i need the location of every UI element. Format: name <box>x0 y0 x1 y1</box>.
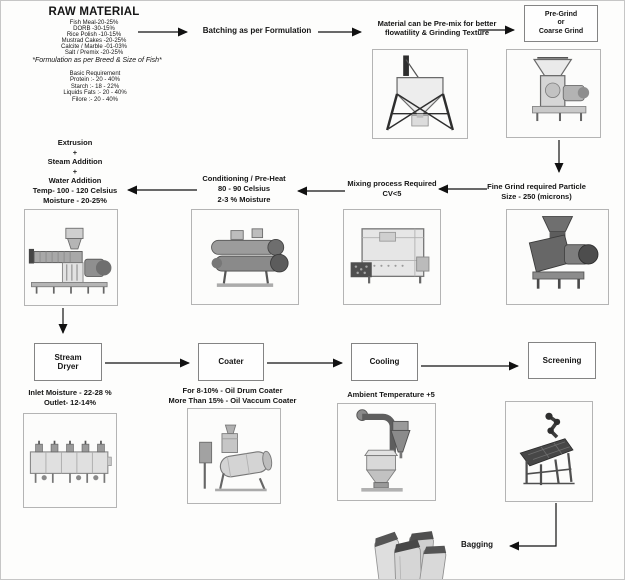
fine-grinder-machine-icon <box>528 216 599 289</box>
screener-machine-icon <box>519 412 575 486</box>
extruder-machine-icon <box>28 227 112 294</box>
coater-box-label: Coater <box>218 357 244 367</box>
feed-bags-image <box>369 525 455 579</box>
machine-box-drum-coater <box>187 408 281 504</box>
basic-requirement-title: Basic Requirement <box>69 71 121 77</box>
cooling-caption: Ambient Temperature +5 <box>347 390 435 399</box>
extrusion-step-label: Extrusion + Steam Addition + Water Addit… <box>32 138 118 205</box>
feed-bags-icon <box>374 531 447 579</box>
machine-box-coarse-grinder <box>506 49 601 138</box>
basic-requirement-item: Filore :- 20 - 40% <box>71 96 119 103</box>
raw-material-ingredient: DORB -30-15% <box>73 26 115 33</box>
basic-requirement-item: Starch :- 18 - 22% <box>70 83 120 90</box>
machine-box-fine-grinder <box>506 209 609 305</box>
coater-box: Coater <box>198 343 264 381</box>
bagging-step-label: Bagging <box>461 540 493 549</box>
raw-material-ingredient: Rice Polish -10-15% <box>66 32 122 39</box>
basic-requirement-item: Protein :- 20 - 40% <box>69 77 121 84</box>
pre-grind-line: or <box>557 19 565 27</box>
machine-box-conditioner <box>191 209 299 305</box>
stream-dryer-box: Stream Dryer <box>34 343 102 381</box>
coarse-grinder-machine-icon <box>532 57 590 122</box>
drum-coater-machine-icon <box>199 424 273 492</box>
raw-material-list: Fish Meal-20-25% DORB -30-15% Rice Polis… <box>19 20 169 57</box>
raw-material-ingredient: Mustrad Cakes -20-25% <box>61 38 127 45</box>
raw-material-ingredient: Calcite / Marble -01-03% <box>60 44 128 51</box>
pre-grind-box: Pre-Grind or Coarse Grind <box>524 5 598 42</box>
mixing-step-label: Mixing process Required CV<5 <box>347 179 437 199</box>
machine-box-dryer <box>23 413 117 508</box>
basic-requirement-item: Liquids Fats :- 20 - 40% <box>63 90 127 97</box>
batching-step-label: Batching as per Formulation <box>202 26 312 35</box>
arrow-screener-to-bagging <box>509 503 557 551</box>
mixer-machine-icon <box>350 228 430 284</box>
screening-box-label: Screening <box>542 355 582 365</box>
screening-box: Screening <box>528 342 596 379</box>
cooler-machine-icon <box>356 409 411 492</box>
batching-bin-machine-icon <box>386 55 454 131</box>
conditioning-step-label: Conditioning / Pre-Heat 80 - 90 Celsius … <box>202 174 286 204</box>
dryer-caption: Inlet Moisture - 22-28 % Outlet- 12-14% <box>28 388 112 408</box>
machine-box-extruder <box>24 209 118 306</box>
conditioner-machine-icon <box>211 228 289 287</box>
basic-requirement-block: Basic Requirement Protein :- 20 - 40% St… <box>29 71 161 103</box>
pre-grind-line: Coarse Grind <box>538 27 584 35</box>
stream-dryer-box-label: Stream Dryer <box>54 352 82 372</box>
raw-material-title: RAW MATERIAL <box>48 6 140 18</box>
machine-box-batching-bin <box>372 49 468 139</box>
machine-box-mixer <box>343 209 441 305</box>
machine-box-cooler <box>337 403 436 501</box>
pre-grind-box-text: Pre-Grind or Coarse Grind <box>539 11 583 37</box>
formulation-note: *Formulation as per Breed & Size of Fish… <box>32 57 162 64</box>
fine-grind-step-label: Fine Grind required Particle Size - 250 … <box>487 182 586 202</box>
pre-grind-line: Pre-Grind <box>544 10 578 18</box>
premix-step-label: Material can be Pre-mix for better flowa… <box>377 19 497 38</box>
raw-material-ingredient: Salt / Premix -20-25% <box>64 50 124 57</box>
dryer-machine-icon <box>29 440 112 483</box>
machine-box-screener <box>505 401 593 502</box>
cooling-box-label: Cooling <box>369 357 400 367</box>
coater-caption: For 8-10% - Oil Drum Coater More Than 15… <box>168 386 297 406</box>
raw-material-ingredient: Fish Meal-20-25% <box>69 20 119 26</box>
cooling-box: Cooling <box>351 343 418 381</box>
